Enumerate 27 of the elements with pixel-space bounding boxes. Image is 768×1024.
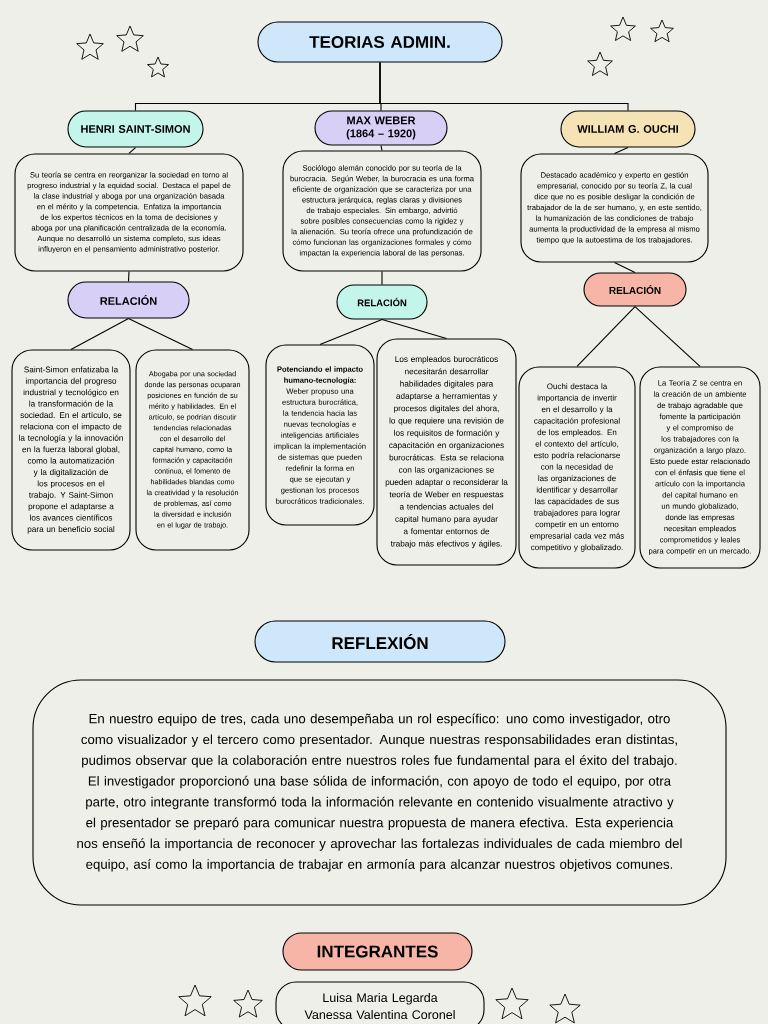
names-box: Luisa Maria Legarda Vanessa Valentina Coronel [275, 981, 485, 1024]
title-box: INTEGRANTES [282, 932, 473, 971]
connector-line [127, 318, 194, 350]
connector-line [576, 306, 636, 367]
text-box: Los empleados burocráticos necesitarán desarrollar habilidades digitales para adaptarse a herramientas y procesos digitales del ahora, lo que requiere una revisión de los requisitos de formación y capacitación en organizaciones burocráticas. Esta se relaciona con las organizaciones se pueden adaptar o reconsiderar la teoría de Weber en respuestas a tendencias actuales del capital humano para ayudar a fomentar entornos de trabajo más efectivos y ágiles. [376, 338, 517, 566]
text-box: Saint-Simon enfatizaba la importancia del progreso industrial y tecnológico en la transformación de la sociedad. En el artículo, se relaciona con el impacto de la tecnología y la innovación en la fuerza laboral global, como la automatización y la digitalización de los procesos en el trabajo. Y Saint-Simon propone el adaptarse a los avances científicos para un beneficio social [11, 349, 131, 551]
reflection-box: En nuestro equipo de tres, cada uno desempeñaba un rol específico: uno como investigador, otro como visualizador y el tercero como presentador. Aunque nuestras responsabilidades eran distintas, pudimos observar que la colaboración entre nuestros roles fue fundamental para el éxito del trabajo. El investigador proporcionó una base sólida de información, con apoyo de todo el equipo, por otra parte, otro integrante transformó toda la información relevante en contenido visualmente atractivo y el presentador se preparó para comunicar nuestra propuesta de manera efectiva. Esta experiencia nos enseñó la importancia de reconocer y aprovechar las fortalezas individuales de cada miembro del equipo, así como la importancia de trabajar en armonía para alcanzar nuestros objetivos comunes. [32, 679, 727, 906]
connector-line [381, 319, 448, 339]
theorist-box: WILLIAM G. OUCHI [560, 110, 696, 148]
relation-box: RELACIÓN [583, 272, 687, 307]
connector-line [70, 318, 130, 350]
connector-line [127, 271, 130, 282]
connector-line [379, 62, 629, 111]
connector-line [380, 145, 383, 151]
connector-line [613, 147, 629, 154]
connector-line [613, 262, 636, 273]
title-box: TEORIAS ADMIN. [257, 21, 503, 63]
connector-line [634, 306, 701, 367]
text-box: Ouchi destaca la importancia de invertir en el desarrollo y la capacitación profesional de los empleados. En el contexto del artículo, esto podría relacionarse con la necesidad de las organizaciones de identificar y desarrollar las capacidades de sus trabajadores para lograr competir en un entorno empresarial cada vez más competitivo y globalizado. [518, 366, 636, 569]
connector-line [128, 147, 137, 154]
relation-box: RELACIÓN [336, 284, 428, 320]
theorist-box: MAX WEBER (1864 – 1920) [314, 110, 448, 146]
connector-line [319, 319, 383, 345]
theorist-box: HENRI SAINT-SIMON [67, 110, 204, 148]
connector-line [381, 271, 383, 285]
relation-box: RELACIÓN [67, 281, 190, 319]
title-box: REFLEXIÓN [254, 620, 506, 663]
